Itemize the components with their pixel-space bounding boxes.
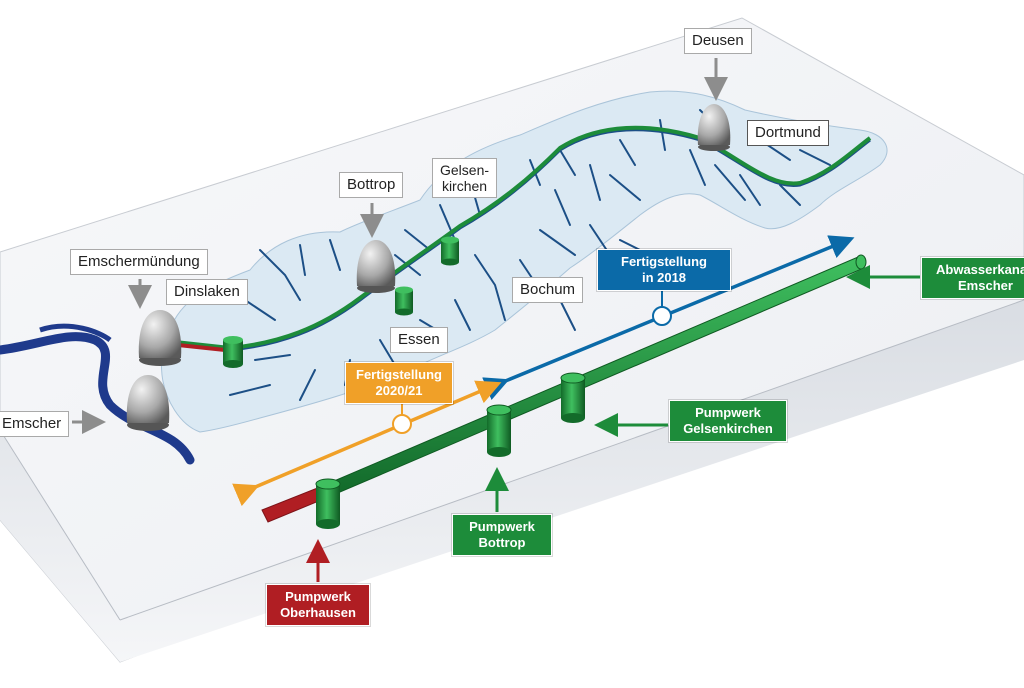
label-gelsenkirchen-line2: kirchen bbox=[441, 178, 488, 194]
label-dinslaken: Dinslaken bbox=[166, 279, 248, 305]
tag-completion-2020-line2: 2020/21 bbox=[375, 383, 423, 398]
tag-pump-gelsenkirchen-line1: Pumpwerk bbox=[695, 405, 761, 420]
tag-pump-bottrop-line1: Pumpwerk bbox=[469, 519, 535, 534]
completion-2020-marker bbox=[392, 414, 412, 434]
map-pump-dinslaken bbox=[223, 336, 243, 368]
label-emscher: Emscher bbox=[0, 411, 70, 437]
label-dortmund: Dortmund bbox=[747, 120, 829, 146]
label-essen: Essen bbox=[390, 327, 448, 353]
tag-abwasserkanal-line2: Emscher bbox=[958, 278, 1013, 293]
tag-pump-oberhausen: Pumpwerk Oberhausen bbox=[266, 584, 370, 626]
tag-pump-gelsenkirchen: Pumpwerk Gelsenkirchen bbox=[669, 400, 787, 442]
shaft-oberhausen bbox=[315, 478, 341, 529]
label-bochum: Bochum bbox=[512, 277, 584, 303]
completion-2020-arrow bbox=[232, 380, 502, 507]
tag-abwasserkanal: Abwasserkanal Emscher bbox=[921, 257, 1024, 299]
tag-pump-oberhausen-line2: Oberhausen bbox=[280, 605, 356, 620]
label-gelsenkirchen-line1: Gelsen- bbox=[440, 162, 490, 178]
plant-egg-deusen bbox=[697, 104, 731, 151]
slab-front-side bbox=[0, 300, 1024, 662]
plant-egg-emscher bbox=[126, 375, 170, 431]
tag-pump-bottrop-line2: Bottrop bbox=[478, 535, 526, 550]
plant-egg-emschermuendung bbox=[138, 310, 182, 366]
label-gelsenkirchen: Gelsen- kirchen bbox=[432, 158, 498, 198]
tag-completion-2018-line2: in 2018 bbox=[641, 270, 687, 285]
map-pump-gelsenkirchen bbox=[441, 236, 459, 266]
tag-pump-bottrop: Pumpwerk Bottrop bbox=[452, 514, 552, 556]
plant-egg-bottrop bbox=[356, 240, 396, 293]
shaft-bottrop bbox=[486, 404, 512, 457]
tag-completion-2018-line1: Fertigstellung bbox=[621, 254, 707, 269]
tag-completion-2020: Fertigstellung 2020/21 bbox=[345, 362, 453, 404]
completion-2018-marker bbox=[652, 306, 672, 326]
shaft-gelsenkirchen bbox=[560, 372, 586, 423]
tag-pump-gelsenkirchen-line2: Gelsenkirchen bbox=[683, 421, 773, 436]
tag-completion-2020-line1: Fertigstellung bbox=[356, 367, 442, 382]
label-bottrop: Bottrop bbox=[339, 172, 404, 198]
tag-completion-2018: Fertigstellung in 2018 bbox=[597, 249, 731, 291]
tag-abwasserkanal-line1: Abwasserkanal bbox=[936, 262, 1024, 277]
map-pump-bottrop bbox=[395, 286, 413, 316]
label-emschermuendung: Emschermündung bbox=[70, 249, 208, 275]
tag-pump-oberhausen-line1: Pumpwerk bbox=[285, 589, 351, 604]
completion-2018-arrow bbox=[482, 235, 855, 400]
label-deusen: Deusen bbox=[684, 28, 752, 54]
